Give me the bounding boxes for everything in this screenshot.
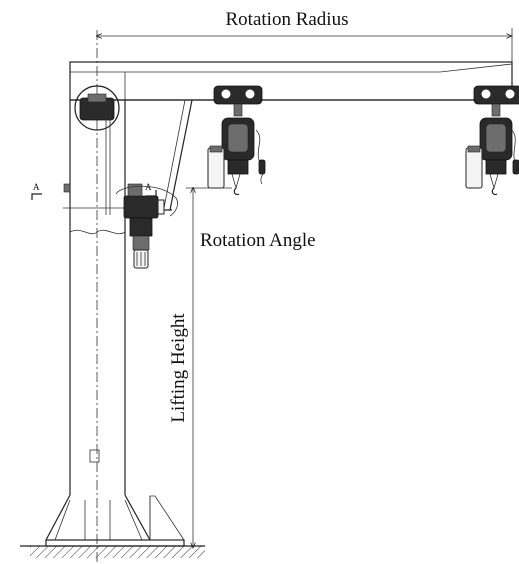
slewing-drive — [123, 183, 165, 269]
rotation-angle-label: Rotation Angle — [200, 230, 316, 251]
rotation-radius-label: Rotation Radius — [226, 9, 349, 30]
hoist-trolley-1 — [207, 85, 266, 196]
column — [63, 100, 130, 495]
ground — [20, 545, 205, 558]
hoist-trolley-2 — [465, 85, 519, 196]
rotation-angle-arc — [115, 185, 178, 217]
slewing-head — [74, 85, 120, 215]
lifting-height-dimension: Lifting Height — [168, 188, 232, 548]
lifting-height-label: Lifting Height — [168, 313, 189, 423]
section-marker-right: A — [145, 182, 157, 197]
column-base — [45, 494, 185, 547]
rotation-radius-dimension: Rotation Radius — [97, 9, 512, 76]
section-a-right: A — [145, 182, 152, 192]
jib-beam — [69, 61, 513, 101]
section-a-left: A — [33, 182, 40, 192]
section-marker-left: A — [31, 182, 42, 200]
